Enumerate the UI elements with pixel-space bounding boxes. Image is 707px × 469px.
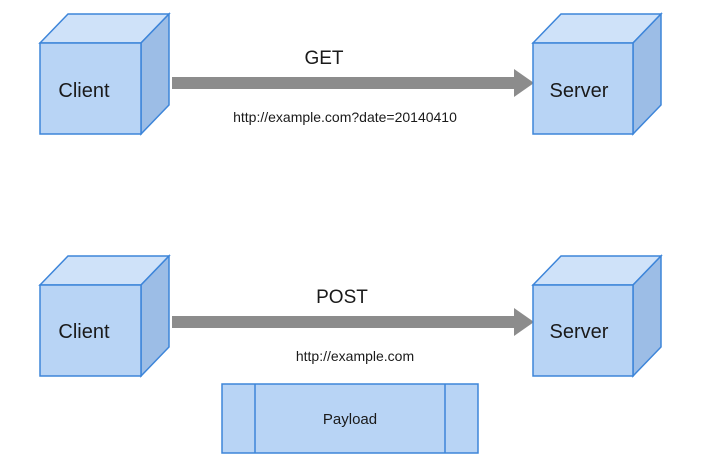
get-flow: Client GET http://example.com?date=20140…: [38, 12, 663, 136]
post-url-label: http://example.com: [296, 348, 414, 364]
post-arrow: [172, 308, 534, 336]
post-flow: Client POST http://example.com Server Pa…: [38, 254, 663, 454]
get-url-label: http://example.com?date=20140410: [233, 109, 457, 125]
post-method-label: POST: [316, 287, 368, 308]
post-client-label: Client: [58, 321, 110, 343]
get-server-cube: Server: [531, 12, 663, 136]
get-arrow: [172, 69, 534, 97]
post-server-cube: Server: [531, 254, 663, 378]
payload-label: Payload: [323, 411, 377, 428]
get-method-label: GET: [304, 48, 343, 69]
get-client-label: Client: [58, 80, 110, 102]
get-server-label: Server: [550, 80, 609, 102]
post-client-cube: Client: [38, 254, 171, 378]
payload-box: Payload: [221, 383, 479, 454]
get-client-cube: Client: [38, 12, 171, 136]
post-server-label: Server: [550, 321, 609, 343]
